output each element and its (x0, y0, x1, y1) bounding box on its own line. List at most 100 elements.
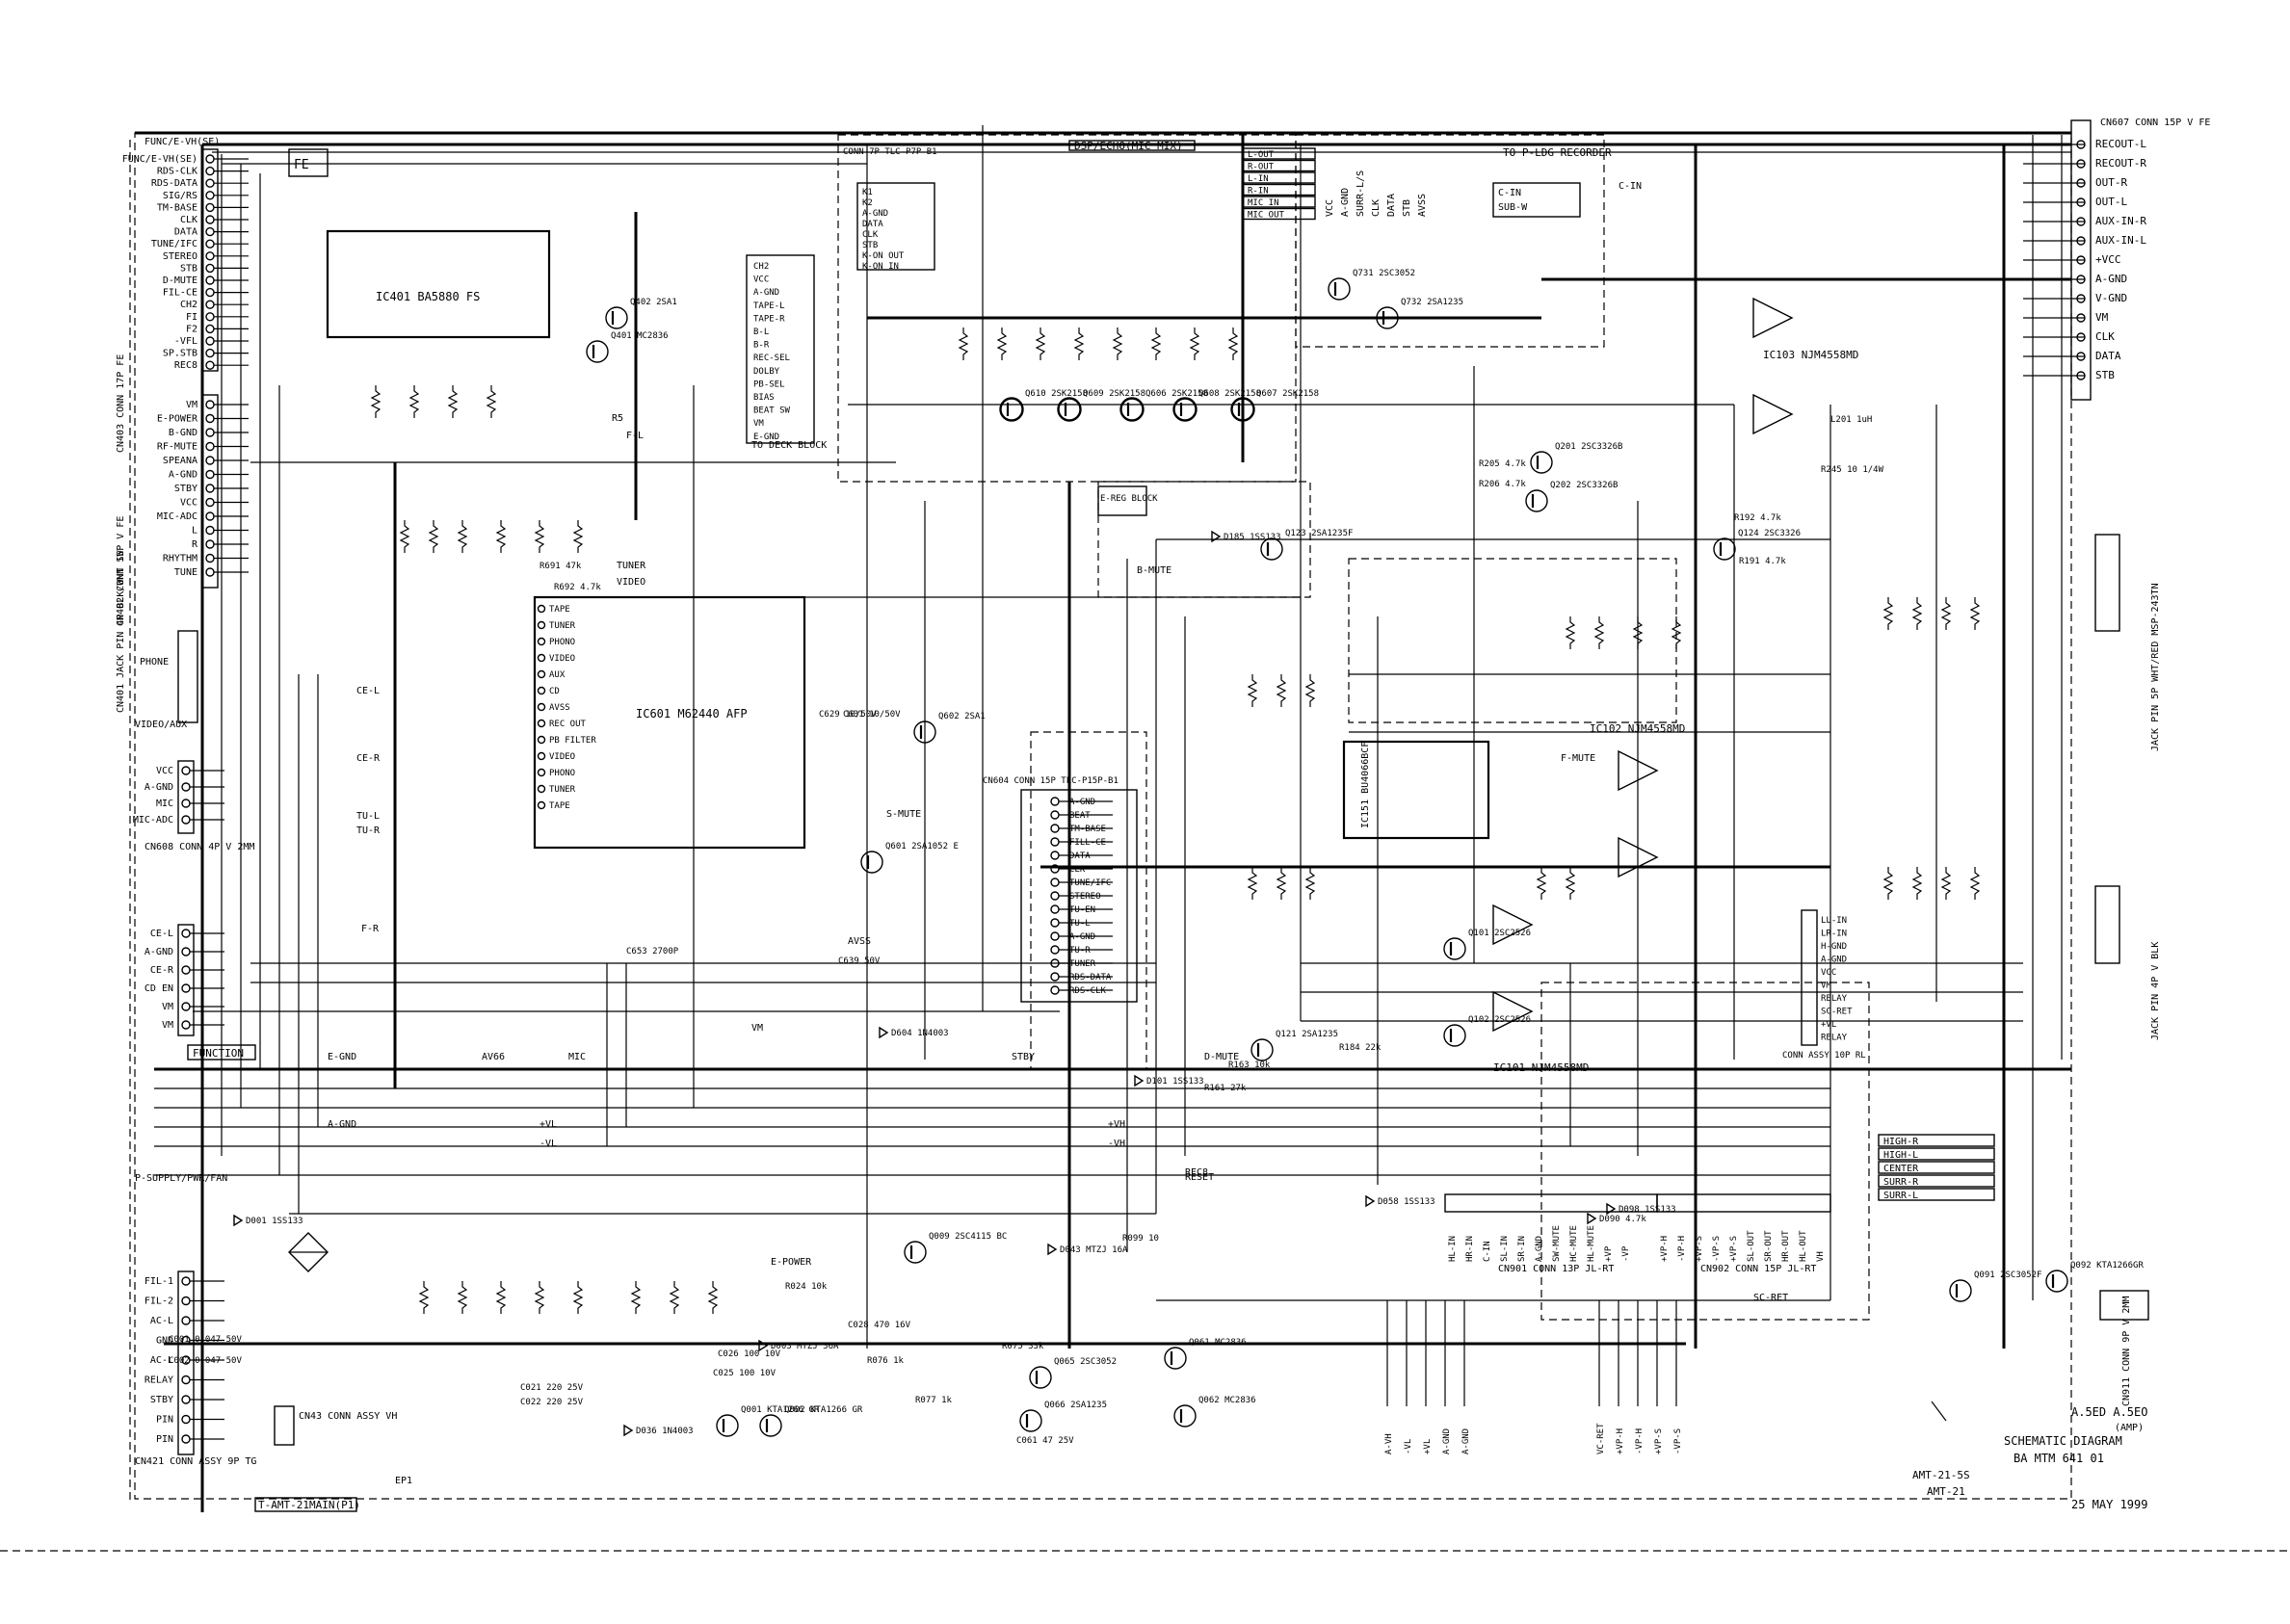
cn402-pin-dot-9 (205, 525, 215, 536)
ic601-pin-name-12: TAPE (549, 801, 570, 811)
transistor-symbol-19 (759, 1414, 782, 1437)
net-plus-vl: +VL (540, 1119, 557, 1130)
doc-title: SCHEMATIC DIAGRAM (2004, 1434, 2122, 1448)
transistor-label-11: Q121 2SA1235 (1276, 1030, 1338, 1039)
ic601-pin-name-10: PHONO (549, 769, 575, 778)
transistor-symbol-2 (860, 851, 883, 874)
title-block: A.5ED A.5EO (AMP) SCHEMATIC DIAGRAM BA M… (1912, 1401, 2147, 1511)
diode-symbol-9 (879, 1026, 889, 1039)
resistor-symbol-17 (1227, 327, 1239, 360)
ic601-pin-dot-4 (537, 669, 546, 679)
cn902-pin-1: -VP-H (1677, 1236, 1687, 1262)
component-value-14: C021 220 25V (520, 1383, 584, 1393)
ic103-label: IC103 NJM4558MD (1763, 349, 1858, 361)
diode-label-5: D090 4.7k (1599, 1215, 1646, 1224)
transistor-label-2: Q601 2SA1052 E (885, 842, 959, 851)
resistor-symbol-31 (1940, 867, 1952, 900)
net-cer: CE-R (356, 753, 381, 764)
cn402-pin-4: SPEANA (163, 456, 197, 466)
component-value-24: R099 10 (1122, 1234, 1159, 1244)
transistor-label-26: Q092 KTA1266GR (2070, 1261, 2144, 1270)
cn604-pin-5: CLK (1069, 865, 1086, 875)
diode-bridge (288, 1232, 329, 1272)
recorder-c-in-2: C-IN (1619, 181, 1642, 192)
ic601-pin-dot-9 (537, 751, 546, 761)
cn704-pin-4: TAPE-R (753, 314, 785, 324)
cn704-pin-9: PB-SEL (753, 380, 785, 389)
cn608-pin-dot-2 (181, 799, 191, 808)
cn604-pin-1: BEAT (1069, 811, 1091, 821)
cn901-pin-0: HL-IN (1448, 1236, 1458, 1262)
resistor-symbol-33 (418, 1281, 430, 1314)
cn402-pin-12: TUNE (174, 567, 197, 578)
dsp-out-0: L-OUT (1248, 150, 1275, 160)
cnfunc-pin-4: VM (162, 1002, 173, 1012)
cn402-title: CN402 CONN 15P V FE (116, 516, 126, 626)
resistor-symbol-16 (1189, 327, 1200, 360)
cnfunc-pin-dot-1 (181, 947, 191, 956)
resistor-symbol-7 (495, 520, 507, 553)
net-smute: S-MUTE (886, 809, 921, 820)
cn604-pin-dot-6 (1050, 877, 1060, 887)
dsp-vert-4: DATA (1386, 194, 1397, 217)
component-value-22: R077 1k (915, 1396, 953, 1405)
fe-tag: FE (288, 148, 329, 177)
transistor-label-18: Q001 KTA1266 GR (741, 1405, 820, 1415)
cn421-title: CN421 CONN ASSY 9P TG (135, 1456, 256, 1467)
dsp-out-box-1 (1242, 159, 1316, 172)
resistor-symbol-0 (370, 385, 382, 418)
resistor-symbol-32 (1969, 867, 1981, 900)
cn604-pin-10: A-GND (1069, 932, 1095, 942)
cn704-pin-10: BIAS (753, 393, 775, 403)
transistor-label-9: Q101 2SC2526 (1468, 929, 1531, 938)
cn608-pin-dot-3 (181, 815, 191, 825)
dsp-out-box-4 (1242, 196, 1316, 208)
dsp-out-box-5 (1242, 207, 1316, 221)
transistor-label-24: Q066 2SA1235 (1044, 1401, 1107, 1410)
net-minus-vh: -VH (1108, 1139, 1125, 1149)
dsp-vert-0: VCC (1325, 199, 1335, 217)
cn402-pin-9: L (192, 526, 197, 537)
cn901-pin-10: -VP (1621, 1245, 1631, 1262)
cn402-pin-dot-8 (205, 511, 215, 521)
resistor-symbol-42 (1276, 867, 1287, 900)
transistor-symbol-17 (1376, 306, 1399, 329)
cn403-pin-6: DATA (174, 227, 197, 238)
resistor-symbol-39 (669, 1281, 680, 1314)
dsp-out-2: L-IN (1248, 174, 1269, 184)
cn401-jack: CN401 JACK PIN 4P BLK/WHT SW PHONE VIDEO… (116, 549, 198, 730)
bm-pin-1: +VP-H (1616, 1428, 1625, 1454)
cn604-pin-3: FILL-CE (1069, 838, 1106, 848)
relay-pin-8: +VL (1821, 1020, 1836, 1030)
transistor-label-12: Q123 2SA1235F (1285, 529, 1353, 538)
ic601-pin-name-0: TAPE (549, 605, 570, 615)
net-dmute: D-MUTE (1204, 1052, 1239, 1062)
cn402-pin-dot-2 (205, 428, 215, 437)
cn902-connector: CN902 CONN 15P JL-RT +VP-H-VP-H+VP-S-VP-… (1656, 1193, 1831, 1274)
cn403-pin-15: -VFL (174, 336, 197, 347)
cnfunc-pin-dot-0 (181, 929, 191, 938)
ic601-pin-name-9: VIDEO (549, 752, 575, 762)
transistor-label-16: Q731 2SC3052 (1353, 269, 1415, 278)
resistor-symbol-26 (1911, 597, 1923, 630)
resistor-symbol-44 (1536, 867, 1547, 900)
dsp-out-box-0 (1242, 147, 1316, 160)
cn607-pin-2: OUT-R (2095, 176, 2127, 189)
cn702-pin-1: K2 (862, 198, 873, 208)
bm-pin-2: -VP-H (1635, 1428, 1645, 1454)
relay-pin-7: SC-RET (1821, 1008, 1853, 1017)
transistor-symbol-22 (1173, 1404, 1197, 1428)
dsp-block: DSP/ECHO(MIC MIX) (1068, 140, 1196, 152)
resistor-symbol-27 (1940, 597, 1952, 630)
transistor-label-5: Q607 2SK2158 (1256, 389, 1319, 399)
relay-pin-6: RELAY (1821, 994, 1848, 1004)
cn704-pin-12: VM (753, 419, 764, 429)
ic601-pin-dot-1 (537, 620, 546, 630)
board-2: AMT-21 (1927, 1485, 1965, 1498)
ic601-pin-name-3: VIDEO (549, 654, 575, 664)
ic601-pin-dot-7 (537, 719, 546, 728)
ic601-pin-dot-12 (537, 800, 546, 810)
cn608-title: CN608 CONN 4P V 2MM (145, 842, 254, 852)
